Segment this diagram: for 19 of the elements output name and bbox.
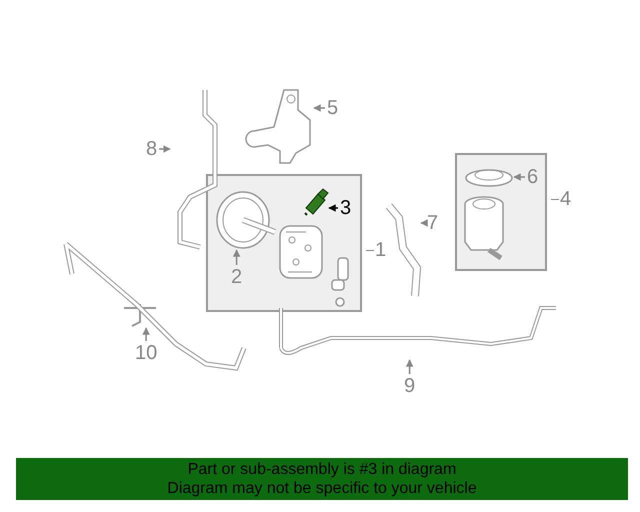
callout-number: 8 [146,138,158,160]
leader-line [232,249,240,265]
leader-line [159,145,171,153]
callout-number: 10 [135,342,158,364]
leader-line [313,104,325,112]
leader-line [406,359,414,374]
callout-number: 9 [404,375,416,397]
notice-text: Diagram may not be specific to your vehicle [166,479,478,498]
callout-number: 6 [527,166,538,188]
callout-number: 2 [231,266,242,288]
leader-line [420,219,428,227]
callout-number: 5 [327,97,338,119]
leader-line [328,204,338,212]
sensor-drawing [303,188,329,216]
leader-line [142,327,150,341]
notice-text: Part or sub-assembly is #3 in diagram [186,460,458,479]
callout-number: 7 [427,212,438,234]
callout-number: 3 [340,197,352,219]
leader-line [513,173,525,181]
